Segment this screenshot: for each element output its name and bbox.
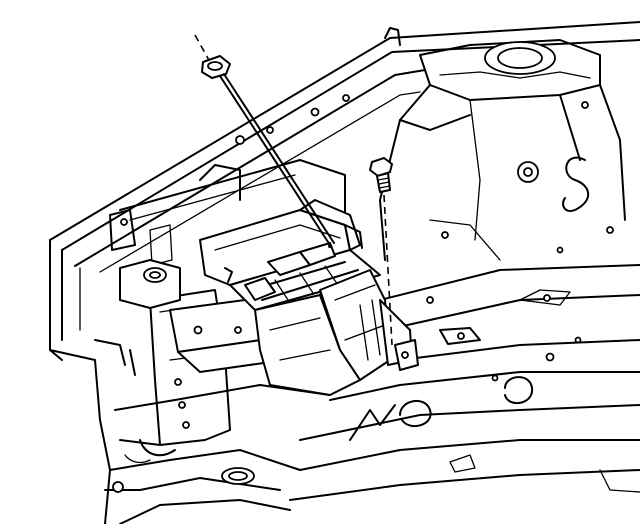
lower-apron — [129, 264, 640, 501]
fender-apron — [49, 21, 640, 524]
retainer-clip — [194, 34, 335, 248]
strut-tower — [379, 39, 626, 304]
bolt — [369, 157, 393, 346]
battery-tray — [199, 199, 419, 396]
